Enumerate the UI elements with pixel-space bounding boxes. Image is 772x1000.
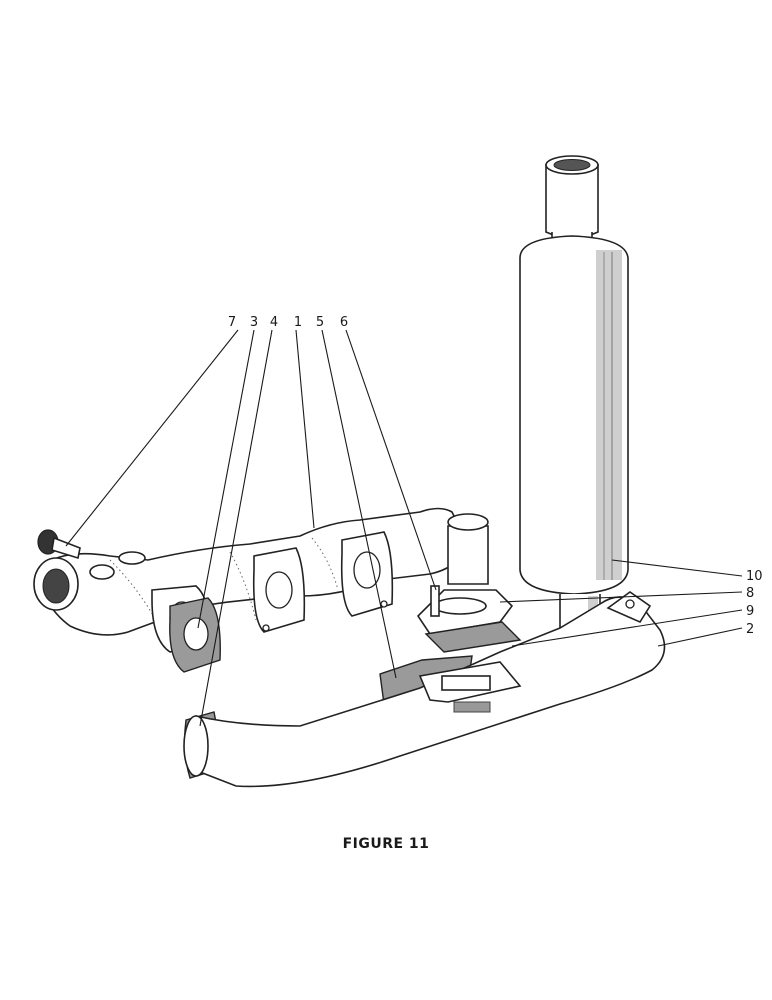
callout-2: 2 <box>746 622 754 637</box>
leader-4 <box>199 329 273 727</box>
callout-5: 5 <box>316 315 324 330</box>
stud <box>430 585 440 617</box>
callout-6: 6 <box>340 315 348 330</box>
leader-1 <box>295 329 315 529</box>
leader-3 <box>197 329 255 629</box>
leader-10 <box>611 559 743 577</box>
leader-8 <box>499 591 743 603</box>
exhaust-pipe <box>183 591 666 788</box>
callout-8: 8 <box>746 586 754 601</box>
leader-7 <box>65 329 239 547</box>
figure-caption: FIGURE 11 <box>342 836 430 852</box>
leader-2 <box>657 627 743 647</box>
callout-7: 7 <box>228 315 236 330</box>
callout-9: 9 <box>746 604 754 619</box>
callout-10: 10 <box>746 569 763 584</box>
leader-5 <box>321 329 397 679</box>
plug <box>37 529 81 560</box>
callout-3: 3 <box>250 315 258 330</box>
leader-6 <box>345 329 437 591</box>
callout-1: 1 <box>294 315 302 330</box>
leader-9 <box>511 609 743 647</box>
callout-4: 4 <box>270 315 278 330</box>
exhaust-manifold <box>33 507 514 653</box>
